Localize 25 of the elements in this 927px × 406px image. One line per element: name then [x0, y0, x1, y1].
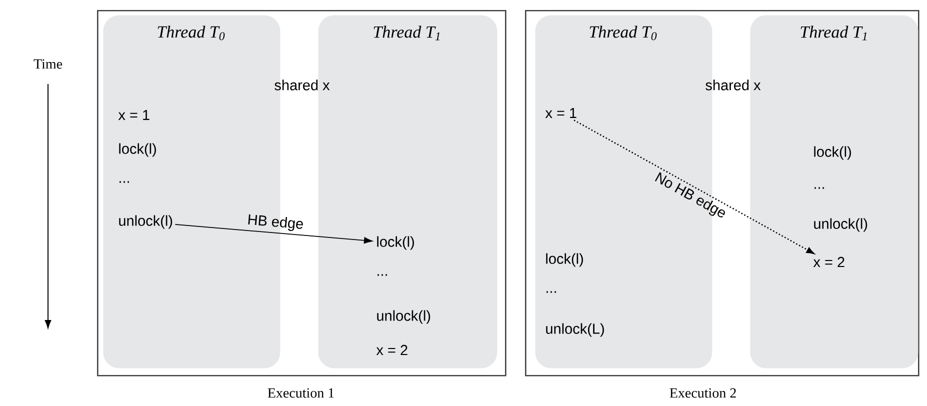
label: shared x [274, 80, 330, 90]
label: Time [34, 59, 62, 69]
code-line: unlock(l) [814, 218, 868, 232]
code-line: x = 1 [118, 110, 150, 120]
arrow [174, 224, 372, 244]
code-line: unlock(L) [546, 323, 604, 337]
code-line: x = 2 [813, 256, 844, 268]
code-line: unlock(l) [377, 310, 430, 324]
edge-label: HB edge [248, 214, 303, 231]
frame-label: Execution 2 [670, 388, 736, 398]
code-line: lock(l) [814, 146, 851, 160]
frame-label: Execution 1 [268, 388, 334, 398]
code-line: ... [378, 274, 387, 276]
code-line: x = 2 [376, 344, 408, 356]
edge-label: No HB edge [654, 172, 725, 218]
code-line: lock(l) [119, 143, 156, 157]
code-line: lock(l) [377, 236, 414, 250]
code-line: ... [814, 187, 824, 189]
code-line: x = 1 [545, 108, 576, 118]
code-line: ... [120, 181, 129, 183]
code-line: ... [546, 291, 556, 293]
code-line: unlock(l) [119, 215, 172, 229]
arrow [574, 120, 814, 254]
label: shared x [706, 80, 761, 90]
code-line: lock(l) [546, 253, 583, 267]
